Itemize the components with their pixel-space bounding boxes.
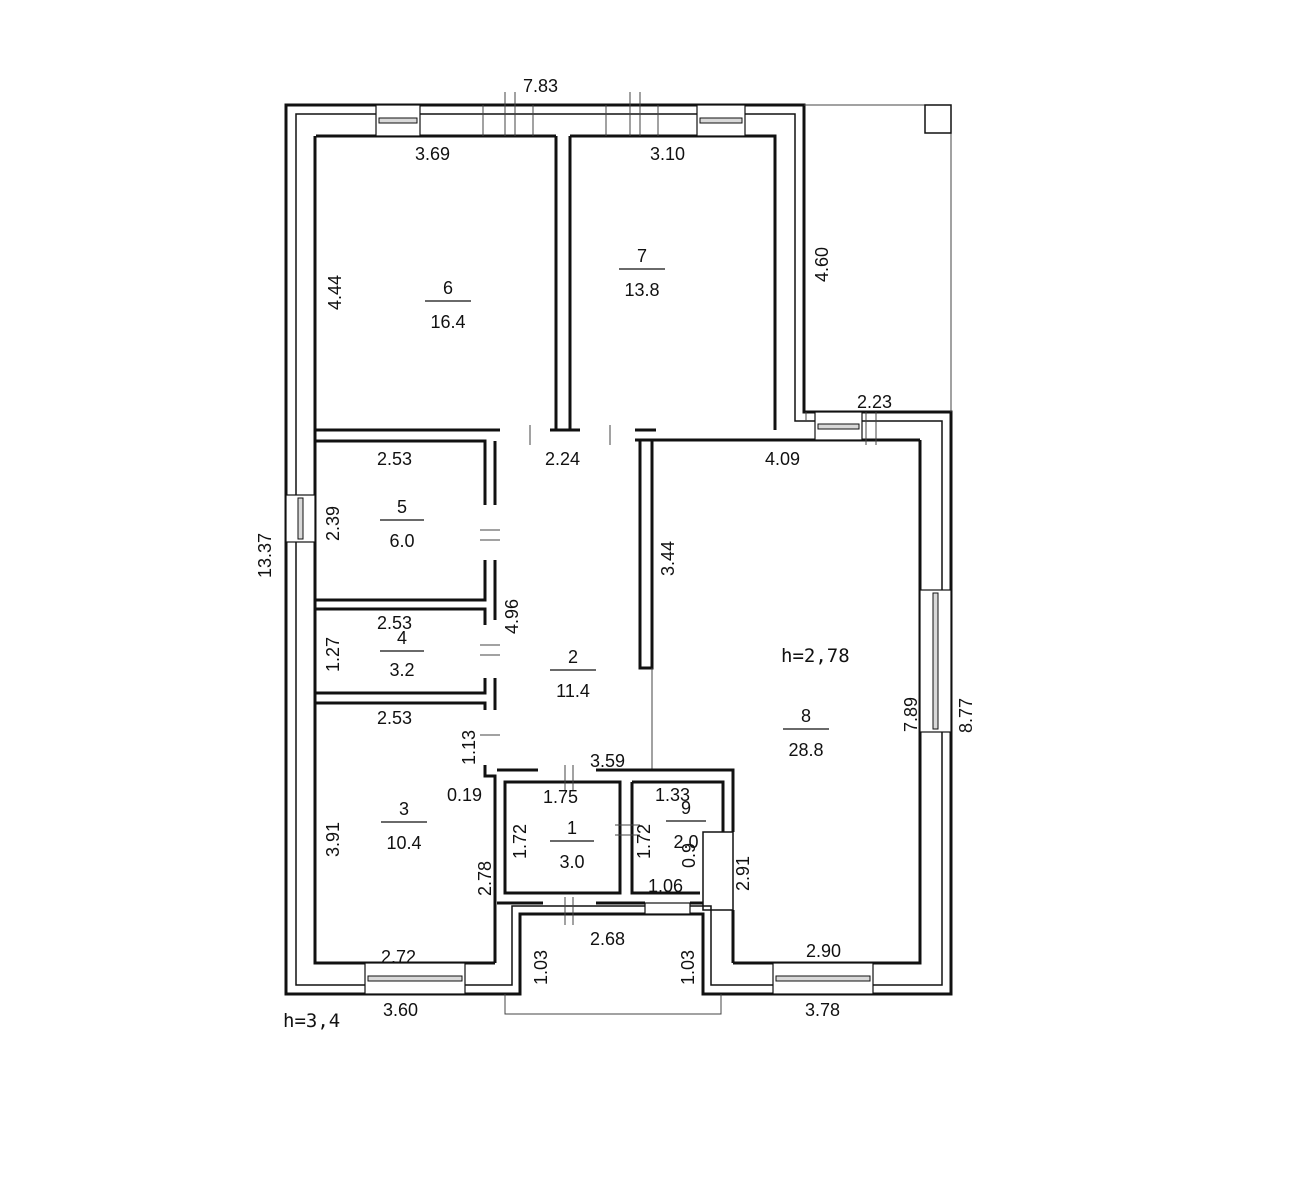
svg-text:8: 8 [801,706,811,726]
dim-partition-len: 3.44 [658,541,678,576]
dim-r3-height: 3.91 [323,822,343,857]
svg-text:3: 3 [399,799,409,819]
svg-text:16.4: 16.4 [430,312,465,332]
dim-r1-height: 1.72 [510,824,530,859]
dim-corridor-width: 2.24 [545,449,580,469]
dim-top-overall: 7.83 [523,76,558,96]
svg-text:10.4: 10.4 [386,833,421,853]
dim-bottom-right: 3.78 [805,1000,840,1020]
svg-text:5: 5 [397,497,407,517]
dim-wing-width: 2.23 [857,392,892,412]
room-4-label: 4 3.2 [380,628,424,680]
room-7-label: 7 13.8 [619,246,665,300]
dim-r4-height: 1.27 [323,637,343,672]
dim-r8-bottom-width: 2.90 [806,941,841,961]
dim-r9-niche: 0.9 [679,843,699,868]
dim-r5-width: 2.53 [377,449,412,469]
dim-left-overall: 13.37 [255,533,275,578]
dim-gap-0-19: 0.19 [447,785,482,805]
main-height-label: h=3,4 [283,1010,340,1032]
svg-text:13.8: 13.8 [624,280,659,300]
dim-r1-width: 1.75 [543,787,578,807]
svg-text:4: 4 [397,628,407,648]
svg-text:6.0: 6.0 [389,531,414,551]
column-marker [924,104,952,134]
windows [285,104,952,995]
dim-bottom-left: 3.60 [383,1000,418,1020]
svg-text:3.0: 3.0 [559,852,584,872]
dim-r3-width: 2.53 [377,708,412,728]
dim-r9-width: 1.33 [655,785,690,805]
dim-r2-height: 4.96 [502,599,522,634]
dim-r6-height: 4.44 [325,275,345,310]
room-1-label: 1 3.0 [550,818,594,872]
room-8-label: 8 28.8 [783,706,829,760]
dim-vestibule-width: 2.68 [590,929,625,949]
dim-wing-height: 4.60 [812,247,832,282]
dim-r5-height: 2.39 [323,506,343,541]
door-ticks [480,92,877,925]
svg-text:7: 7 [637,246,647,266]
svg-text:11.4: 11.4 [556,681,590,701]
dim-r9-height: 1.72 [634,824,654,859]
dim-r7-width: 3.10 [650,144,685,164]
dim-r3-bottom-width: 2.72 [381,947,416,967]
svg-text:3.2: 3.2 [389,660,414,680]
room-2-label: 2 11.4 [550,647,596,701]
dim-right-overall: 8.77 [956,698,976,733]
svg-text:6: 6 [443,278,453,298]
dim-vestibule-right: 1.03 [678,950,698,985]
dim-r6-width: 3.69 [415,144,450,164]
svg-text:2.0: 2.0 [673,832,698,852]
dim-r3-inner-height: 2.78 [475,861,495,896]
dim-r8-width: 4.09 [765,449,800,469]
room8-height-label: h=2,78 [781,645,850,667]
interior-walls [315,136,920,1015]
dim-gap-1-13: 1.13 [459,730,479,765]
svg-text:9: 9 [681,798,691,818]
room-labels: 6 16.4 7 13.8 5 6.0 4 3.2 2 11.4 3 10.4 [380,246,829,872]
room-3-label: 3 10.4 [381,799,427,853]
dim-r9-bottom: 1.06 [648,876,683,896]
room-5-label: 5 6.0 [380,497,424,551]
svg-text:2: 2 [568,647,578,667]
dim-niche-len: 2.91 [733,856,753,891]
horizontal-dimensions: 7.83 3.69 3.10 2.23 2.53 2.24 4.09 2.53 … [377,76,892,1020]
dim-r4-width: 2.53 [377,613,412,633]
svg-text:28.8: 28.8 [788,740,823,760]
dim-vestibule-left: 1.03 [531,950,551,985]
room-6-label: 6 16.4 [425,278,471,332]
dim-bath-total-width: 3.59 [590,751,625,771]
svg-text:1: 1 [567,818,577,838]
room-9-label: 9 2.0 [666,798,706,852]
dim-r8-height: 7.89 [901,697,921,732]
niche [702,831,734,911]
vertical-dimensions: 4.44 4.60 13.37 2.39 3.44 4.96 1.27 1.13… [255,247,976,985]
